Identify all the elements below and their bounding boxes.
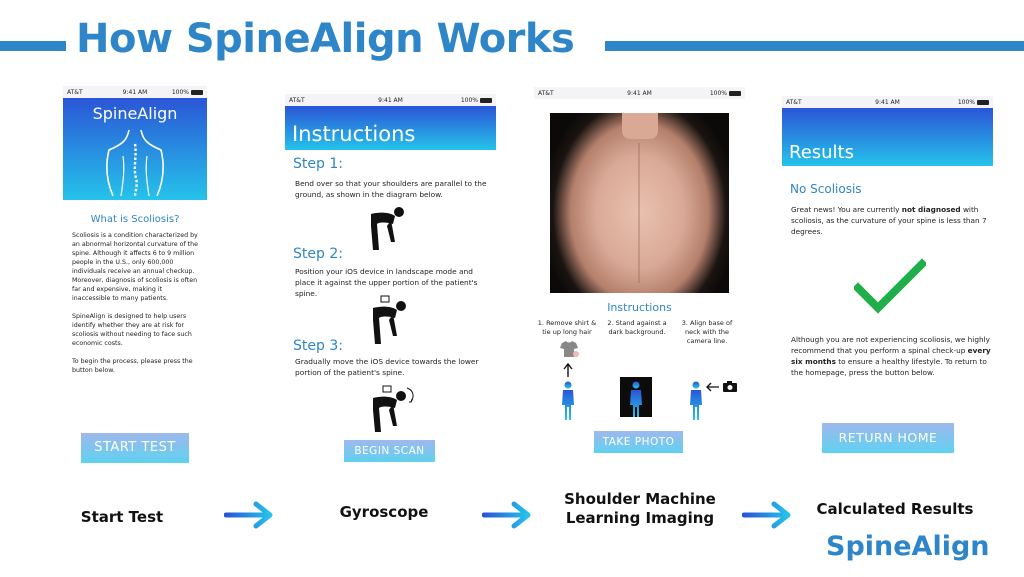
- person-dark-background-icon: [620, 377, 652, 417]
- followup-text-bold: every six months: [791, 346, 991, 366]
- carrier-label: AT&T: [786, 98, 802, 106]
- battery-icon: [976, 99, 989, 105]
- step-2-title: Step 2:: [293, 246, 343, 262]
- battery-label: 100%: [957, 98, 975, 106]
- battery-label: 100%: [460, 96, 478, 104]
- instruction-item: 2. Stand against a dark background.: [607, 319, 667, 336]
- status-bar: AT&T 9:41 AM 100%: [782, 96, 993, 108]
- arrow-right-icon: [224, 501, 273, 529]
- begin-scan-button[interactable]: BEGIN SCAN: [344, 440, 435, 462]
- title-rule-left: [0, 41, 66, 51]
- step-1-text: Bend over so that your shoulders are par…: [295, 179, 487, 199]
- result-title: No Scoliosis: [790, 182, 862, 196]
- section-title: What is Scoliosis?: [90, 214, 180, 225]
- screen-results: AT&T 9:41 AM 100% Results No Scoliosis G…: [782, 96, 993, 466]
- instruction-item: 1. Remove shirt & tie up long hair: [537, 319, 597, 336]
- followup-text-pre: Although you are not experiencing scolio…: [791, 335, 990, 355]
- checkmark-icon: [854, 258, 926, 314]
- step-3-title: Step 3:: [293, 338, 343, 354]
- status-bar: AT&T 9:41 AM 100%: [285, 94, 496, 106]
- result-text-bold: not diagnosed: [901, 205, 961, 214]
- bent-figure-icon: [371, 207, 404, 250]
- arrow-right-icon: [482, 501, 531, 529]
- photo-neck: [622, 113, 658, 139]
- status-time: 9:41 AM: [875, 98, 900, 106]
- intro-text: Scoliosis is a condition characterized b…: [63, 225, 207, 375]
- title-rule-right: [605, 41, 1024, 51]
- result-text: Great news! You are currently not diagno…: [791, 204, 991, 237]
- spine-back-icon: [106, 129, 164, 196]
- result-text-pre: Great news! You are currently: [791, 205, 902, 214]
- app-title: SpineAlign: [92, 104, 178, 123]
- person-icon: [690, 381, 702, 420]
- intro-paragraph: SpineAlign is designed to help users ide…: [72, 313, 192, 347]
- battery-icon: [728, 90, 741, 96]
- status-time: 9:41 AM: [122, 88, 148, 96]
- step-3-text: Gradually move the iOS device towards th…: [295, 357, 479, 377]
- shirt-icon: [560, 341, 579, 357]
- carrier-label: AT&T: [67, 88, 83, 96]
- start-test-button[interactable]: START TEST: [81, 433, 189, 463]
- app-header: SpineAlign: [63, 98, 207, 200]
- battery-label: 100%: [171, 88, 189, 96]
- followup-text: Although you are not experiencing scolio…: [791, 334, 991, 378]
- flow-step-gyroscope: Gyroscope: [339, 503, 429, 521]
- battery-indicator: 100%: [701, 90, 741, 97]
- photo-spine: [638, 143, 640, 283]
- camera-icon: [706, 381, 737, 392]
- take-photo-button[interactable]: TAKE PHOTO: [594, 431, 683, 453]
- status-bar: AT&T 9:41 AM 100%: [534, 87, 745, 99]
- back-photo: [550, 113, 729, 293]
- flow-step-start-test: Start Test: [80, 508, 164, 526]
- battery-indicator: 100%: [452, 97, 492, 104]
- battery-icon: [190, 89, 203, 95]
- page-title: How SpineAlign Works: [76, 16, 575, 62]
- status-time: 9:41 AM: [627, 89, 652, 97]
- arrow-up-icon: [563, 363, 573, 377]
- brand-logo-text: SpineAlign: [826, 531, 990, 562]
- battery-indicator: 100%: [949, 99, 989, 106]
- screen-imaging: AT&T 9:41 AM 100% Instructions 1. Remove…: [534, 87, 745, 457]
- status-bar: AT&T 9:41 AM 100%: [63, 86, 207, 98]
- battery-icon: [479, 97, 492, 103]
- arrow-right-icon: [742, 501, 791, 529]
- status-time: 9:41 AM: [378, 96, 403, 104]
- carrier-label: AT&T: [289, 96, 305, 104]
- bent-figure-icon: [373, 295, 406, 344]
- carrier-label: AT&T: [538, 89, 554, 97]
- bent-figure-icon: [373, 385, 414, 432]
- instructions-title: Instructions: [607, 301, 672, 314]
- step-2-text: Position your iOS device in landscape mo…: [295, 267, 478, 298]
- battery-label: 100%: [709, 89, 727, 97]
- step-1-title: Step 1:: [293, 156, 343, 172]
- battery-indicator: 100%: [163, 89, 203, 96]
- intro-paragraph: Scoliosis is a condition characterized b…: [72, 232, 198, 302]
- person-icon: [562, 381, 574, 420]
- flow-step-imaging: Shoulder Machine Learning Imaging: [564, 490, 716, 527]
- return-home-button[interactable]: RETURN HOME: [822, 423, 954, 453]
- flow-step-results: Calculated Results: [816, 500, 974, 518]
- screen-start-test: AT&T 9:41 AM 100% SpineAlign What is Sco…: [63, 86, 207, 466]
- intro-paragraph: To begin the process, please press the b…: [72, 358, 193, 374]
- instruction-item: 3. Align base of neck with the camera li…: [681, 319, 733, 345]
- result-text-post: with scoliosis, as the curvature of your…: [791, 205, 987, 236]
- followup-text-post: to ensure a healthy lifestyle. To return…: [791, 357, 987, 377]
- instructions-header: Instructions: [285, 106, 496, 150]
- results-header: Results: [782, 108, 993, 166]
- screen-gyroscope: AT&T 9:41 AM 100% Instructions Step 1: B…: [285, 94, 496, 464]
